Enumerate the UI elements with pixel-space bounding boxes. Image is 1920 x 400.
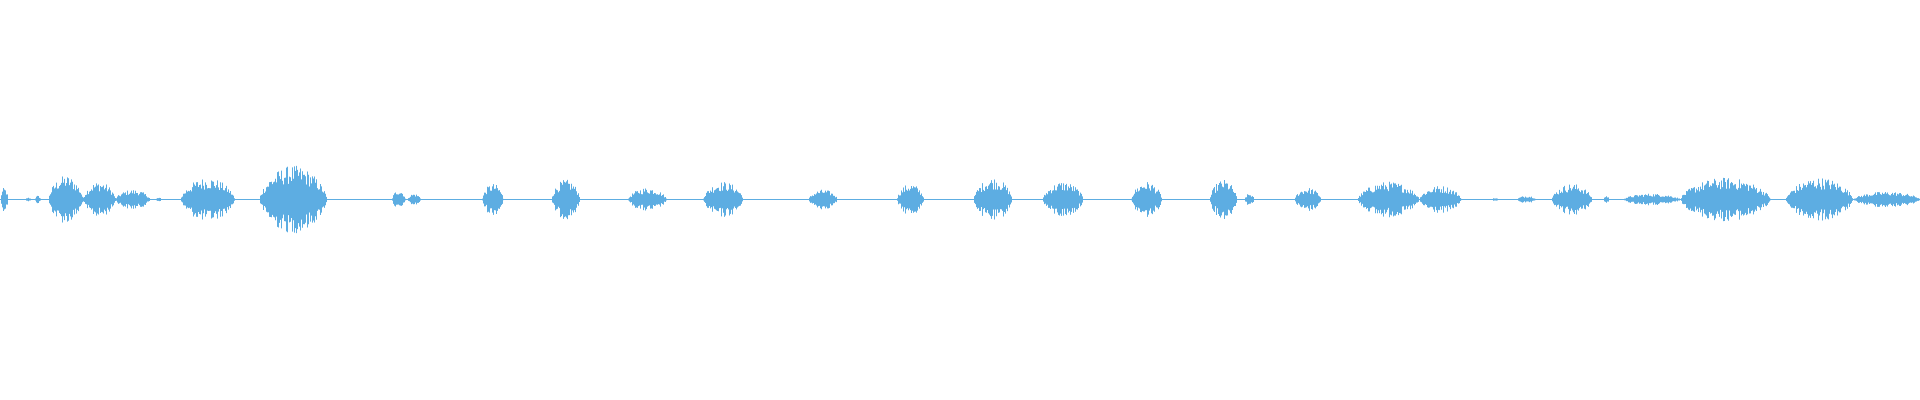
waveform-burst <box>1551 184 1592 215</box>
waveform-segment <box>1244 194 1254 205</box>
waveform-burst <box>551 179 580 220</box>
waveform-burst <box>481 184 504 215</box>
waveform-segment <box>1209 179 1237 220</box>
waveform-segment <box>551 179 580 220</box>
waveform-segment <box>1852 192 1920 207</box>
waveform-segment <box>1130 182 1162 217</box>
waveform-burst <box>48 176 83 223</box>
waveform-segment <box>1294 188 1321 211</box>
waveform-burst <box>1516 196 1536 203</box>
waveform-burst <box>180 179 235 220</box>
waveform-burst <box>1785 178 1853 221</box>
waveform-segment <box>0 187 8 212</box>
waveform-segment <box>702 182 744 217</box>
waveform-segment <box>1785 178 1853 221</box>
waveform-burst <box>1357 181 1419 218</box>
waveform-segment <box>1357 181 1419 218</box>
waveform-segment <box>180 179 235 220</box>
waveform-segment <box>1491 198 1498 201</box>
waveform-segment <box>391 192 406 207</box>
waveform-burst <box>1418 186 1462 213</box>
waveform-samples <box>0 165 1920 234</box>
waveform-burst <box>1852 192 1920 207</box>
waveform-burst <box>702 182 744 217</box>
waveform-burst <box>896 185 924 214</box>
waveform-burst <box>0 187 8 212</box>
waveform-burst <box>155 197 162 202</box>
waveform-segment <box>34 195 41 204</box>
waveform-segment <box>973 179 1012 220</box>
waveform-burst <box>1209 179 1237 220</box>
waveform-burst <box>391 192 406 207</box>
waveform-segment <box>48 176 83 223</box>
waveform-burst <box>973 179 1012 220</box>
waveform-segment <box>1418 186 1462 213</box>
waveform-segment <box>115 190 150 209</box>
waveform-segment <box>1622 193 1680 206</box>
waveform-segment <box>259 165 327 234</box>
waveform-segment <box>1042 183 1083 216</box>
waveform-burst <box>1294 188 1321 211</box>
waveform-burst <box>115 190 150 209</box>
waveform-segment <box>82 183 116 216</box>
waveform-burst <box>34 195 41 204</box>
waveform-burst <box>1491 198 1498 201</box>
waveform-burst <box>1603 196 1609 203</box>
waveform-segment <box>1516 196 1536 203</box>
waveform-burst <box>82 183 116 216</box>
waveform-burst <box>808 189 838 210</box>
waveform-burst <box>24 197 31 202</box>
waveform-segment <box>24 197 31 202</box>
waveform-burst <box>259 165 327 234</box>
waveform-burst <box>1130 182 1162 217</box>
waveform-burst <box>407 194 421 205</box>
waveform-segment <box>155 197 162 202</box>
waveform-segment <box>481 184 504 215</box>
waveform-segment <box>808 189 838 210</box>
waveform-burst <box>1042 183 1083 216</box>
waveform-burst <box>627 188 667 211</box>
waveform-segment <box>627 188 667 211</box>
waveform-segment <box>1603 196 1609 203</box>
waveform-burst <box>1244 194 1254 205</box>
waveform-burst <box>1680 177 1771 222</box>
waveform-segment <box>896 185 924 214</box>
waveform-segment <box>407 194 421 205</box>
waveform-burst <box>1622 193 1680 206</box>
waveform-segment <box>1551 184 1592 215</box>
waveform-segment <box>1680 177 1771 222</box>
